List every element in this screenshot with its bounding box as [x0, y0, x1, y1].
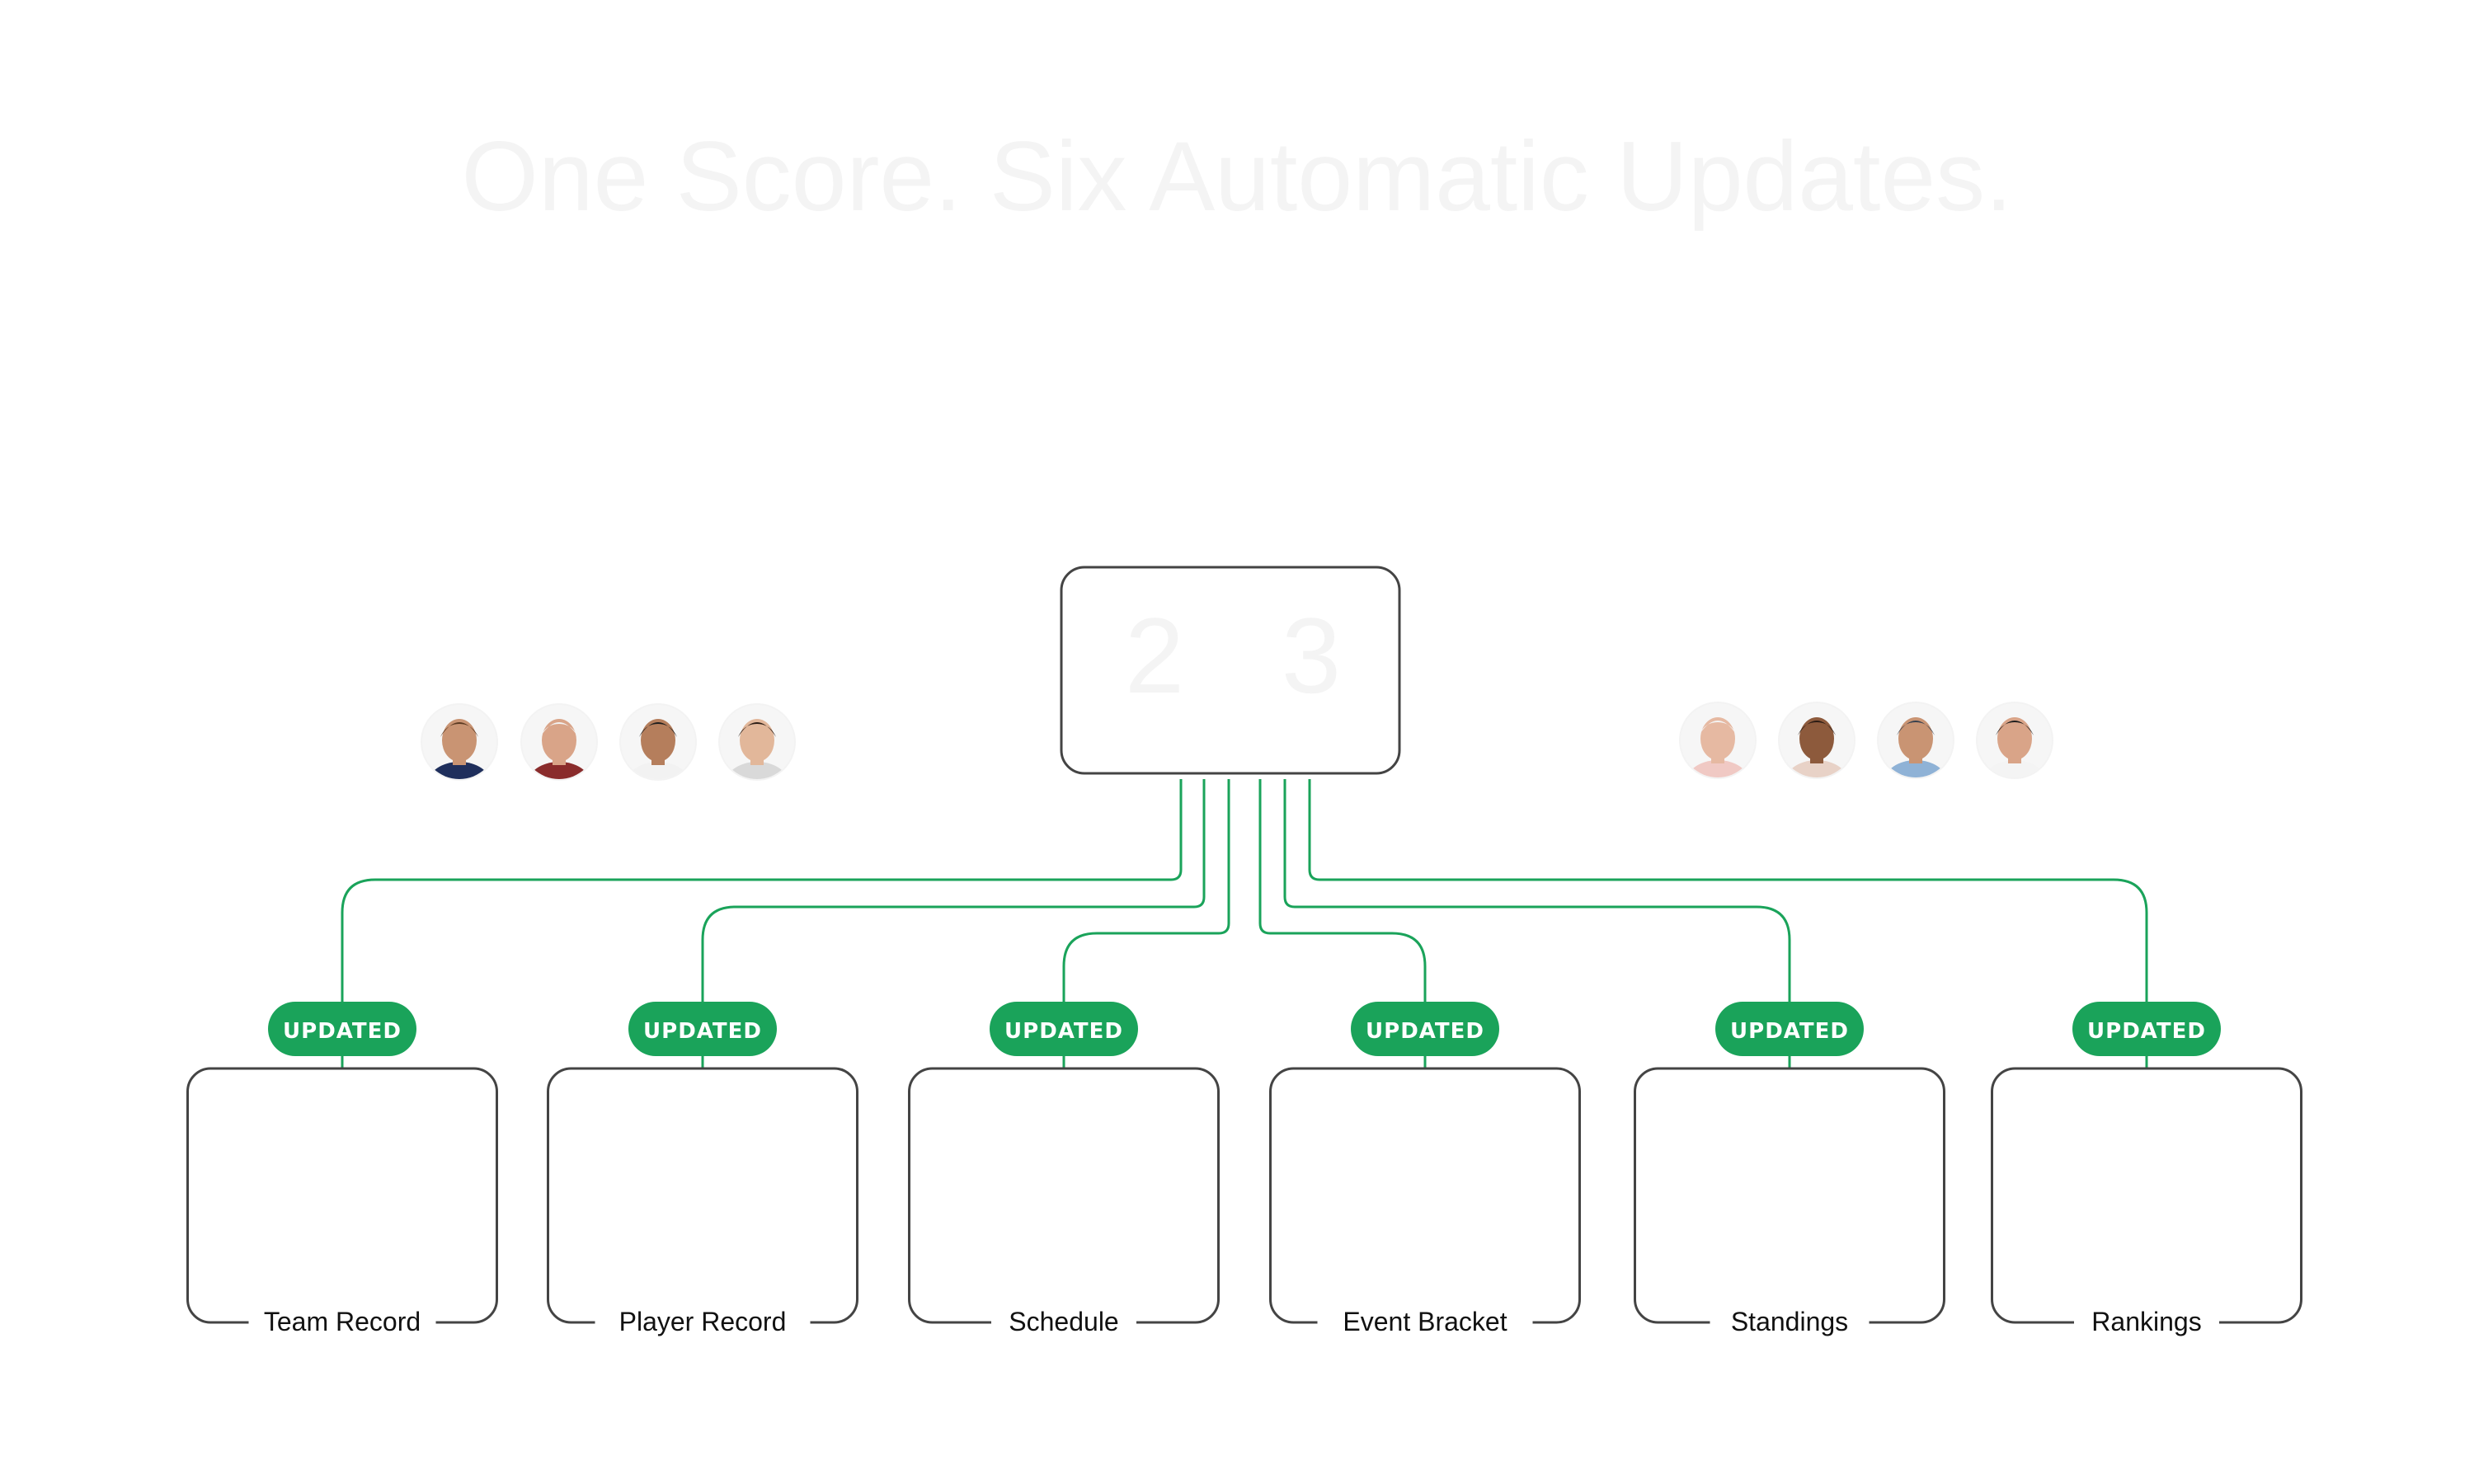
page-title: One Score. Six Automatic Updates.: [462, 121, 2013, 232]
update-card-frame: [908, 1067, 1220, 1324]
update-card-label-gap: [1710, 1317, 1870, 1327]
update-card-frame: [1991, 1067, 2302, 1324]
updated-badge-text: UPDATED: [2087, 1019, 2206, 1044]
update-targets: Team Record UPDATED Player Record UPDATED Sc…: [186, 1002, 2302, 1336]
updated-badge-pill: [268, 1002, 416, 1056]
update-card-label: Schedule: [1009, 1307, 1118, 1336]
update-card-label-gap: [595, 1317, 811, 1327]
updated-badge-pill: [990, 1002, 1138, 1056]
updated-badge: UPDATED: [990, 1002, 1138, 1056]
updated-badge-pill: [1715, 1002, 1864, 1056]
home-player-avatars: [421, 703, 796, 781]
update-card-frame: [186, 1067, 498, 1324]
updated-badge: UPDATED: [2072, 1002, 2221, 1056]
update-card-label: Standings: [1731, 1307, 1848, 1336]
updated-badge: UPDATED: [628, 1002, 777, 1056]
update-card: Standings: [1634, 1067, 1945, 1336]
away-player-avatars: [1679, 702, 2053, 779]
update-card: Schedule: [908, 1067, 1220, 1336]
update-card-frame: [1634, 1067, 1945, 1324]
player-avatar-icon: [718, 703, 796, 781]
player-avatar-icon: [1679, 702, 1757, 779]
connector-line: [1283, 779, 1791, 1068]
update-card-label-gap: [248, 1317, 436, 1327]
update-card: Event Bracket: [1269, 1067, 1581, 1336]
updated-badge-text: UPDATED: [1004, 1019, 1123, 1044]
player-avatar-icon: [520, 703, 598, 781]
connector-line: [341, 779, 1183, 1068]
update-card-label-gap: [2074, 1317, 2219, 1327]
connector-lines: [341, 779, 2148, 1068]
connector-line: [1062, 779, 1230, 1068]
update-card: Player Record: [547, 1067, 858, 1336]
updated-badge: UPDATED: [268, 1002, 416, 1056]
updated-badge-text: UPDATED: [1366, 1019, 1484, 1044]
player-avatar-icon: [619, 703, 697, 781]
update-card: Team Record: [186, 1067, 498, 1336]
updated-badge-pill: [1351, 1002, 1499, 1056]
update-card: Rankings: [1991, 1067, 2302, 1336]
away-score: 3: [1282, 595, 1341, 716]
score-box-frame: [1060, 566, 1401, 775]
update-card-label-gap: [1317, 1317, 1533, 1327]
connector-line: [1308, 779, 2148, 1068]
update-card-frame: [1269, 1067, 1581, 1324]
updated-badge-text: UPDATED: [1730, 1019, 1849, 1044]
update-card-label: Player Record: [619, 1307, 787, 1336]
updated-badge-pill: [628, 1002, 777, 1056]
update-card-label: Team Record: [264, 1307, 421, 1336]
update-card-label: Event Bracket: [1343, 1307, 1507, 1336]
updated-badge-text: UPDATED: [283, 1019, 402, 1044]
update-card-label: Rankings: [2091, 1307, 2201, 1336]
player-avatar-icon: [421, 703, 498, 781]
player-avatar-icon: [1976, 702, 2053, 779]
score-box: 2 3: [1060, 566, 1401, 775]
connector-line: [701, 779, 1206, 1068]
updated-badge-pill: [2072, 1002, 2221, 1056]
updated-badge-text: UPDATED: [643, 1019, 762, 1044]
home-score: 2: [1125, 595, 1184, 716]
connector-line: [1258, 779, 1427, 1068]
updated-badge: UPDATED: [1351, 1002, 1499, 1056]
updated-badge: UPDATED: [1715, 1002, 1864, 1056]
player-avatar-icon: [1778, 702, 1856, 779]
update-card-frame: [547, 1067, 858, 1324]
player-avatar-icon: [1877, 702, 1954, 779]
update-card-label-gap: [991, 1317, 1136, 1327]
